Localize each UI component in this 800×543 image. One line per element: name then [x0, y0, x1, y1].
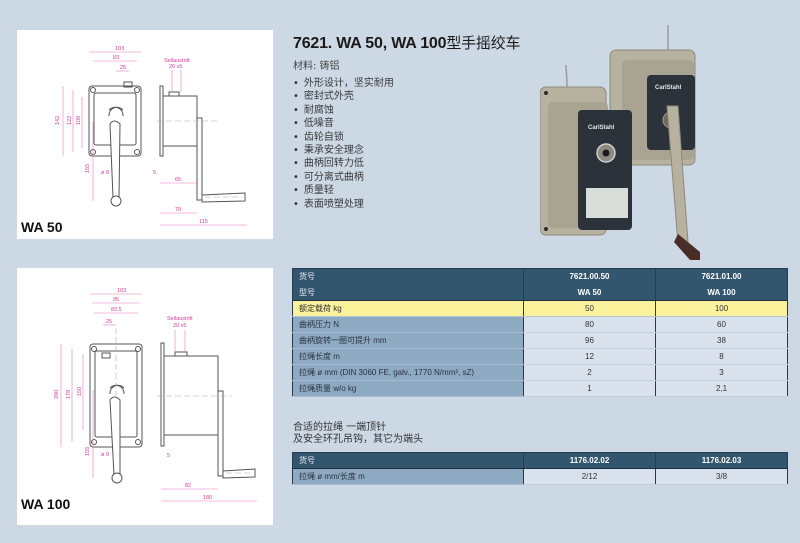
row-value: 50: [523, 300, 656, 317]
feature-item: 曲柄回转力低: [293, 157, 394, 170]
feature-item: 表面喷塑处理: [293, 198, 394, 211]
header-value: 1176.02.03: [655, 452, 788, 469]
feature-item: 质量轻: [293, 184, 394, 197]
row-label: 拉绳 ø mm/长度 m: [292, 468, 524, 485]
dim-flange: 5: [153, 170, 156, 176]
rope-note-line: 及安全环孔吊钩，其它为端头: [293, 434, 423, 445]
row-value: 2/12: [523, 468, 656, 485]
dim-crank-radius: 155: [85, 447, 91, 456]
rope-note: 合适的拉绳 一端顶针 及安全环孔吊钩，其它为端头: [293, 422, 423, 446]
dim-rope-exit: 20 x5: [169, 64, 182, 70]
table-row: 曲柄压力 N 80 60: [292, 316, 788, 333]
rope-note-line: 合适的拉绳 一端顶针: [293, 422, 387, 433]
brand-label-rear: CarlStahl: [655, 85, 682, 91]
dim-hole-spacing-h: 83,5: [111, 307, 122, 313]
row-value: 1: [523, 380, 656, 397]
drawing-panel-wa100: 103 95 83,5 25 200 178 150 155 ø 9 Seila…: [17, 268, 273, 525]
dim-crank-radius: 155: [85, 164, 91, 173]
header-value: 1176.02.02: [523, 452, 656, 469]
table-row: 拉绳质量 w/o kg 1 2,1: [292, 380, 788, 397]
feature-item: 可分离式曲柄: [293, 171, 394, 184]
feature-item: 外形设计，坚实耐用: [293, 77, 394, 90]
table-header-row: 型号 WA 50 WA 100: [292, 284, 788, 301]
dim-width-inner: 95: [113, 297, 119, 303]
product-title: 7621. WA 50, WA 100型手摇绞车: [293, 32, 521, 53]
table-row: 曲柄旋转一圈可提升 mm 96 38: [292, 332, 788, 349]
product-photo: CarlStahl CarlStahl: [540, 25, 700, 260]
header-value: 7621.00.50: [523, 268, 656, 285]
dim-hole-spacing-v: 122: [67, 116, 73, 125]
dim-body-depth: 82: [185, 483, 191, 489]
row-value: 3: [655, 364, 788, 381]
dim-width-overall: 103: [117, 288, 126, 294]
dim-crank-depth: 70: [175, 207, 181, 213]
feature-item: 低噪音: [293, 117, 394, 130]
header-value: WA 50: [523, 284, 656, 301]
row-value: 96: [523, 332, 656, 349]
row-label: 曲柄旋转一圈可提升 mm: [292, 332, 524, 349]
feature-list: 外形设计，坚实耐用 密封式外壳 耐腐蚀 低噪音 齿轮自锁 秉承安全理念 曲柄回转…: [293, 77, 394, 211]
dim-rope-exit-label: Seilaustritt: [164, 58, 190, 64]
feature-item: 耐腐蚀: [293, 104, 394, 117]
brand-label-front: CarlStahl: [588, 125, 615, 131]
row-value: 8: [655, 348, 788, 365]
dim-rope-offset: 25: [106, 319, 112, 325]
row-label: 拉绳长度 m: [292, 348, 524, 365]
row-value: 80: [523, 316, 656, 333]
row-value: 2,1: [655, 380, 788, 397]
dim-hole-dia: ø 8: [101, 170, 109, 176]
title-latin: 7621. WA 50, WA 100: [293, 35, 447, 52]
specification-table: 货号 7621.00.50 7621.01.00 型号 WA 50 WA 100…: [292, 268, 788, 397]
dim-height-overall: 142: [55, 116, 61, 125]
row-value: 100: [655, 300, 788, 317]
row-label: 额定载荷 kg: [292, 300, 524, 317]
table-row: 拉绳 ø mm (DIN 3060 FE, galv., 1770 N/mm²,…: [292, 364, 788, 381]
table-row: 拉绳长度 m 12 8: [292, 348, 788, 365]
table-header-row: 货号 1176.02.02 1176.02.03: [292, 452, 788, 469]
model-label-wa100: WA 100: [21, 496, 71, 512]
dim-total-depth: 115: [199, 219, 208, 225]
model-label-wa50: WA 50: [21, 219, 63, 235]
dim-rope-offset: 25: [120, 65, 126, 71]
title-cn: 型手摇绞车: [446, 34, 521, 52]
dim-rope-exit-label: Seilaustritt: [167, 316, 193, 322]
row-label: 拉绳质量 w/o kg: [292, 380, 524, 397]
row-value: 2: [523, 364, 656, 381]
table-row-highlight: 额定载荷 kg 50 100: [292, 300, 788, 317]
dim-inner-height: 100: [76, 116, 82, 125]
table-header-row: 货号 7621.00.50 7621.01.00: [292, 268, 788, 285]
material-line: 材料: 铸铝: [293, 61, 340, 72]
dim-width-overall: 103: [115, 46, 124, 52]
row-value: 12: [523, 348, 656, 365]
dim-hole-spacing-h: 83: [113, 55, 119, 61]
feature-item: 秉承安全理念: [293, 144, 394, 157]
dim-body-depth: 65: [175, 177, 181, 183]
header-value: WA 100: [655, 284, 788, 301]
feature-item: 齿轮自锁: [293, 131, 394, 144]
dim-hole-dia: ø 9: [101, 452, 109, 458]
row-value: 38: [655, 332, 788, 349]
row-label: 拉绳 ø mm (DIN 3060 FE, galv., 1770 N/mm²,…: [292, 364, 524, 381]
row-value: 3/8: [655, 468, 788, 485]
technical-drawing-wa100: 103 95 83,5 25 200 178 150 155 ø 9 Seila…: [54, 288, 257, 502]
row-label: 曲柄压力 N: [292, 316, 524, 333]
header-label: 货号: [292, 268, 524, 285]
header-value: 7621.01.00: [655, 268, 788, 285]
table-row: 拉绳 ø mm/长度 m 2/12 3/8: [292, 468, 788, 485]
rope-table: 货号 1176.02.02 1176.02.03 拉绳 ø mm/长度 m 2/…: [292, 452, 788, 485]
dim-rope-exit: 20 x5: [173, 323, 186, 329]
drawing-panel-wa50: 103 83 25 142 122 100 155 ø 8 Seilaustri…: [17, 30, 273, 239]
header-label: 型号: [292, 284, 524, 301]
dim-hole-spacing-v: 178: [66, 390, 72, 399]
dim-total-depth: 180: [203, 495, 212, 501]
row-value: 60: [655, 316, 788, 333]
dim-inner-height: 150: [77, 387, 83, 396]
feature-item: 密封式外壳: [293, 90, 394, 103]
dim-flange: 5: [167, 453, 170, 459]
technical-drawing-wa50: 103 83 25 142 122 100 155 ø 8 Seilaustri…: [55, 46, 247, 226]
header-label: 货号: [292, 452, 524, 469]
dim-height-overall: 200: [54, 390, 60, 399]
